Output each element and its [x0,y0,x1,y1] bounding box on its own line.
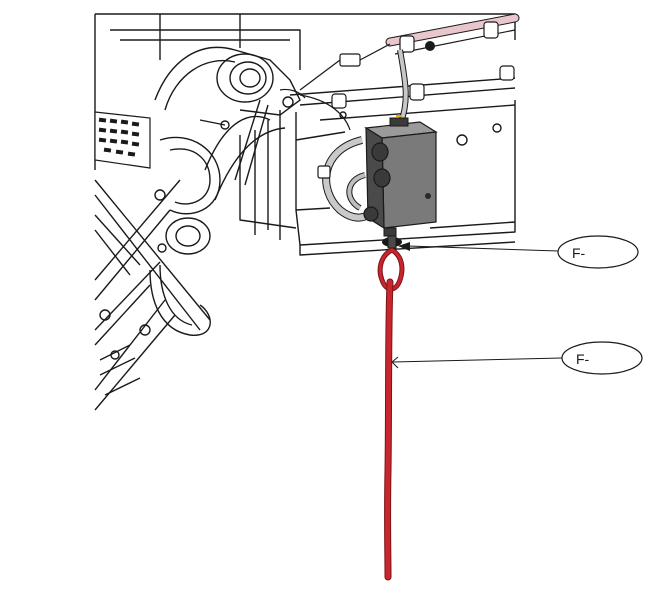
tread-holes [98,117,140,157]
leader-arrow-1 [398,242,410,251]
harness-clamp [331,21,515,109]
callout-leaders [391,245,563,369]
tread-plate [94,111,151,169]
leader-arrow-2 [391,356,399,369]
callout-bubble [561,341,643,375]
callout-bubble [557,235,639,269]
harness-grommet [425,41,435,51]
callout-1: F- [557,235,639,269]
callout-label: F- [572,245,586,261]
ground-cable [377,247,405,581]
ladder-arms [94,46,301,411]
wire-harness [279,13,520,131]
leader-line-2 [392,357,563,363]
leader-line-1 [407,245,559,252]
machine-frame [94,13,516,256]
callout-label: F- [576,351,590,367]
connector-plug [339,53,361,67]
junction-box [317,115,438,249]
callout-2: F- [561,341,643,375]
cable-gland [363,142,391,222]
